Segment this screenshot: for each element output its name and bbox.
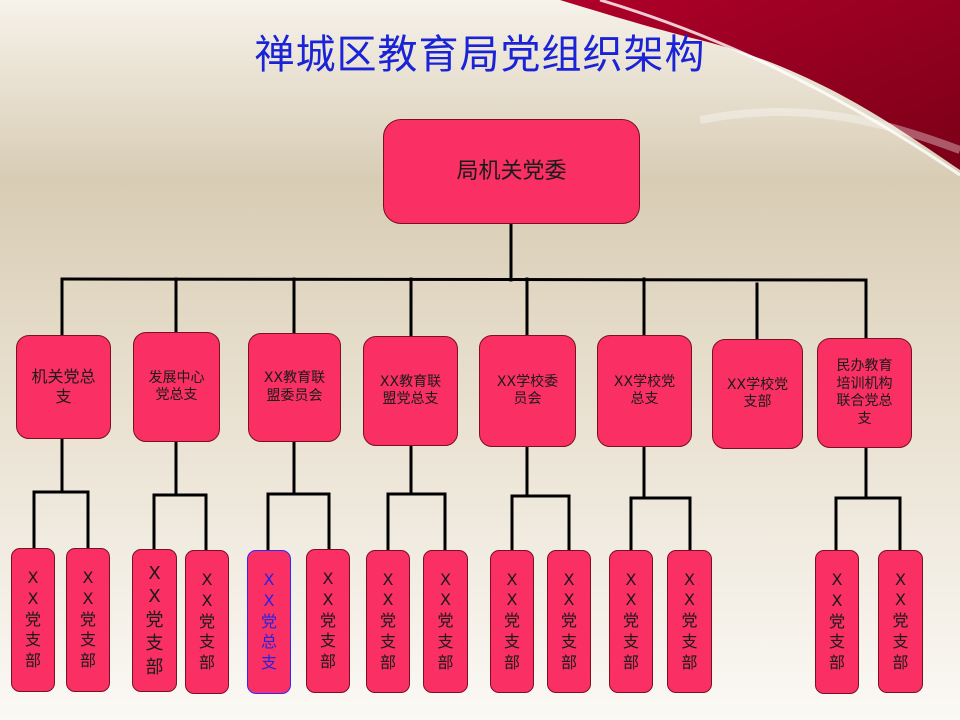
leaf-node: XX党支部 xyxy=(667,550,712,693)
leaf-label: XX党支部 xyxy=(503,569,520,672)
leaf-node: XX党支部 xyxy=(66,548,110,692)
leaf-node: XX党支部 xyxy=(132,549,177,692)
leaf-label: XX党支部 xyxy=(145,563,164,678)
leaf-node: XX党支部 xyxy=(815,550,859,694)
leaf-label: XX党总支 xyxy=(260,570,277,673)
branch-label: XX学校党总支 xyxy=(613,373,676,408)
leaf-node: XX党支部 xyxy=(490,550,534,693)
branch-node: XX学校委员会 xyxy=(479,335,576,447)
leaf-node: XX党支部 xyxy=(11,548,55,692)
branch-label: XX教育联盟委员会 xyxy=(263,370,326,404)
leaf-node-highlighted: XX党总支 xyxy=(247,550,291,694)
branch-node: 民办教育培训机构联合党总支 xyxy=(817,338,912,448)
branch-label: XX学校委员会 xyxy=(496,373,559,408)
branch-node: 机关党总支 xyxy=(16,335,111,439)
leaf-node: XX党支部 xyxy=(306,549,350,693)
leaf-label: XX党支部 xyxy=(681,569,698,672)
leaf-label: XX党支部 xyxy=(379,569,396,672)
leaf-label: XX党支部 xyxy=(828,570,845,673)
root-node: 局机关党委 xyxy=(383,119,640,224)
leaf-label: XX党支部 xyxy=(560,569,577,672)
leaf-label: XX党支部 xyxy=(892,569,909,672)
leaf-label: XX党支部 xyxy=(198,570,215,673)
leaf-node: XX党支部 xyxy=(609,550,653,693)
branch-label: XX教育联盟党总支 xyxy=(379,373,442,408)
page-title: 禅城区教育局党组织架构 xyxy=(254,32,706,78)
branch-node: XX学校党支部 xyxy=(712,339,803,449)
leaf-label: XX党支部 xyxy=(622,569,639,672)
leaf-node: XX党支部 xyxy=(878,550,923,693)
leaf-label: XX党支部 xyxy=(24,568,41,671)
branch-node: XX学校党总支 xyxy=(597,335,692,447)
leaf-node: XX党支部 xyxy=(185,550,229,694)
leaf-node: XX党支部 xyxy=(547,550,591,693)
branch-node: 发展中心党总支 xyxy=(133,332,220,442)
leaf-node: XX党支部 xyxy=(366,550,410,693)
branch-label: 发展中心党总支 xyxy=(148,369,205,404)
connector-line xyxy=(60,277,868,282)
leaf-node: XX党支部 xyxy=(423,550,468,693)
leaf-label: XX党支部 xyxy=(437,569,454,672)
branch-label: XX学校党支部 xyxy=(726,376,789,411)
branch-label: 机关党总支 xyxy=(31,367,96,406)
branch-node: XX教育联盟委员会 xyxy=(248,333,341,442)
branch-label: 民办教育培训机构联合党总支 xyxy=(836,358,893,427)
leaf-label: XX党支部 xyxy=(319,569,336,672)
branch-node: XX教育联盟党总支 xyxy=(363,336,458,446)
leaf-label: XX党支部 xyxy=(79,568,96,671)
root-node-label: 局机关党委 xyxy=(456,158,567,184)
